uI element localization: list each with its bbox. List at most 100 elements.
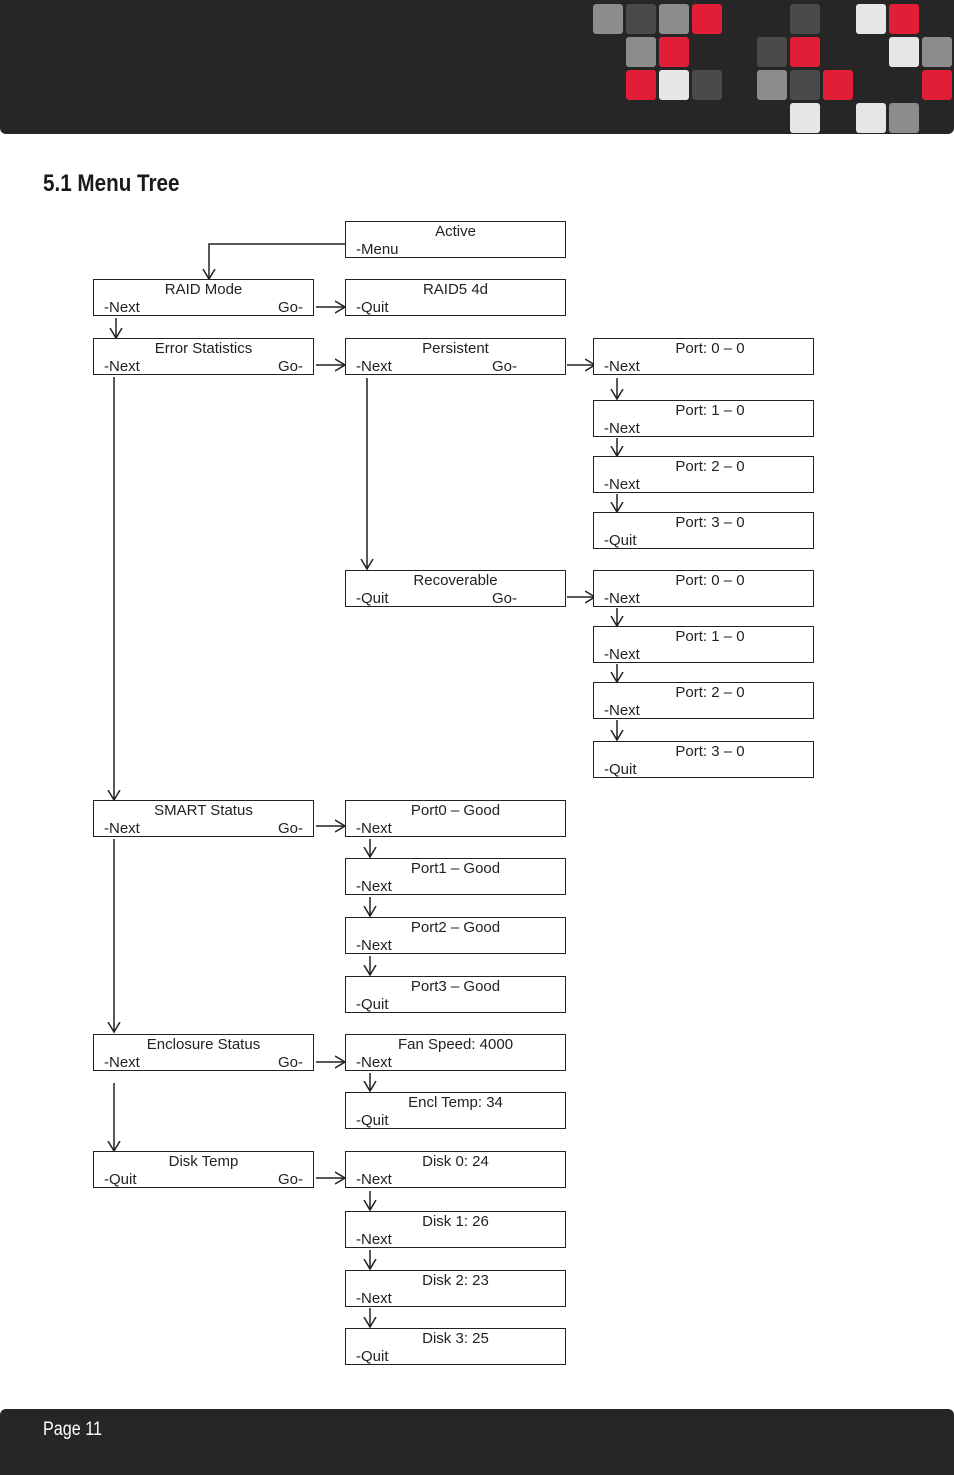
box-title: Port: 2 – 0 bbox=[675, 684, 745, 701]
box-left-label: -Next bbox=[356, 1290, 392, 1307]
box-title: Port: 1 – 0 bbox=[675, 628, 745, 645]
decor-square bbox=[856, 4, 886, 34]
box-title: Active bbox=[435, 223, 476, 240]
menu-box-smart-status: SMART Status -Next Go- bbox=[93, 800, 314, 837]
box-title: Port2 – Good bbox=[410, 919, 501, 936]
box-left-label: -Next bbox=[356, 1054, 392, 1071]
box-go-label: Go- bbox=[277, 1171, 303, 1188]
decor-square bbox=[856, 103, 886, 133]
decor-square bbox=[790, 37, 820, 67]
box-left-label: -Next bbox=[356, 358, 392, 375]
header-bar bbox=[0, 0, 954, 134]
box-left-label: -Quit bbox=[356, 996, 389, 1013]
box-title: Persistent bbox=[422, 340, 489, 357]
decor-square bbox=[889, 37, 919, 67]
box-title: Port: 2 – 0 bbox=[675, 458, 745, 475]
box-title: Enclosure Status bbox=[146, 1036, 261, 1053]
box-left-label: -Next bbox=[104, 1054, 140, 1071]
box-left-label: -Quit bbox=[356, 590, 389, 607]
section-title: 5.1 Menu Tree bbox=[43, 170, 180, 197]
box-go-label: Go- bbox=[277, 1054, 303, 1071]
menu-box-disk0: Disk 0: 24 -Next bbox=[345, 1151, 566, 1188]
menu-box-error-statistics: Error Statistics -Next Go- bbox=[93, 338, 314, 375]
footer-bar bbox=[0, 1409, 954, 1475]
menu-box-smart-port1: Port1 – Good -Next bbox=[345, 858, 566, 895]
box-go-label: Go- bbox=[491, 590, 517, 607]
box-title: Port3 – Good bbox=[410, 978, 501, 995]
menu-box-encl-temp: Encl Temp: 34 -Quit bbox=[345, 1092, 566, 1129]
menu-box-recoverable: Recoverable -Quit Go- bbox=[345, 570, 566, 607]
box-left-label: -Next bbox=[356, 820, 392, 837]
decor-square bbox=[790, 70, 820, 100]
box-left-label: -Next bbox=[104, 820, 140, 837]
decor-square bbox=[593, 4, 623, 34]
menu-box-active: Active -Menu bbox=[345, 221, 566, 258]
menu-box-disk-temp: Disk Temp -Quit Go- bbox=[93, 1151, 314, 1188]
decor-square bbox=[790, 4, 820, 34]
box-title: Port1 – Good bbox=[410, 860, 501, 877]
box-title: Port: 1 – 0 bbox=[675, 402, 745, 419]
box-left-label: -Next bbox=[604, 476, 640, 493]
menu-box-recoverable-port3: Port: 3 – 0 -Quit bbox=[593, 741, 814, 778]
box-title: SMART Status bbox=[154, 802, 253, 819]
box-left-label: -Next bbox=[356, 937, 392, 954]
box-title: Port: 0 – 0 bbox=[675, 340, 745, 357]
menu-box-persistent-port0: Port: 0 – 0 -Next bbox=[593, 338, 814, 375]
box-left-label: -Next bbox=[604, 702, 640, 719]
menu-box-persistent: Persistent -Next Go- bbox=[345, 338, 566, 375]
decor-square bbox=[692, 70, 722, 100]
menu-box-smart-port2: Port2 – Good -Next bbox=[345, 917, 566, 954]
menu-box-fan-speed: Fan Speed: 4000 -Next bbox=[345, 1034, 566, 1071]
box-left-label: -Quit bbox=[604, 761, 637, 778]
box-left-label: -Quit bbox=[104, 1171, 137, 1188]
decor-square bbox=[659, 4, 689, 34]
box-title: Port0 – Good bbox=[410, 802, 501, 819]
box-go-label: Go- bbox=[277, 299, 303, 316]
box-title: RAID Mode bbox=[164, 281, 243, 298]
decor-square bbox=[889, 4, 919, 34]
menu-box-recoverable-port2: Port: 2 – 0 -Next bbox=[593, 682, 814, 719]
box-title: Disk 2: 23 bbox=[422, 1272, 489, 1289]
decor-square bbox=[659, 70, 689, 100]
box-title: Encl Temp: 34 bbox=[408, 1094, 503, 1111]
decor-square bbox=[659, 37, 689, 67]
box-left-label: -Next bbox=[104, 358, 140, 375]
decor-square bbox=[922, 70, 952, 100]
decor-square bbox=[823, 70, 853, 100]
box-title: Recoverable bbox=[413, 572, 498, 589]
decor-square bbox=[692, 4, 722, 34]
box-title: Port: 3 – 0 bbox=[675, 743, 745, 760]
box-go-label: Go- bbox=[277, 358, 303, 375]
box-title: Disk 1: 26 bbox=[422, 1213, 489, 1230]
box-left-label: -Quit bbox=[356, 1112, 389, 1129]
box-title: Port: 0 – 0 bbox=[675, 572, 745, 589]
page-number: Page 11 bbox=[43, 1419, 102, 1440]
decor-square bbox=[626, 37, 656, 67]
box-left-label: -Next bbox=[356, 1231, 392, 1248]
box-title: Disk 3: 25 bbox=[422, 1330, 489, 1347]
box-title: Disk 0: 24 bbox=[422, 1153, 489, 1170]
menu-box-enclosure-status: Enclosure Status -Next Go- bbox=[93, 1034, 314, 1071]
box-go-label: Go- bbox=[277, 820, 303, 837]
box-title: Disk Temp bbox=[168, 1153, 239, 1170]
box-left-label: -Next bbox=[356, 1171, 392, 1188]
box-left-label: -Menu bbox=[356, 241, 399, 258]
decor-square bbox=[626, 70, 656, 100]
box-left-label: -Next bbox=[104, 299, 140, 316]
box-left-label: -Next bbox=[604, 590, 640, 607]
menu-box-disk2: Disk 2: 23 -Next bbox=[345, 1270, 566, 1307]
decor-square bbox=[757, 37, 787, 67]
menu-box-persistent-port1: Port: 1 – 0 -Next bbox=[593, 400, 814, 437]
decor-square bbox=[790, 103, 820, 133]
decor-square bbox=[922, 37, 952, 67]
box-title: Port: 3 – 0 bbox=[675, 514, 745, 531]
menu-box-disk3: Disk 3: 25 -Quit bbox=[345, 1328, 566, 1365]
menu-box-recoverable-port1: Port: 1 – 0 -Next bbox=[593, 626, 814, 663]
menu-box-smart-port0: Port0 – Good -Next bbox=[345, 800, 566, 837]
box-left-label: -Quit bbox=[604, 532, 637, 549]
menu-box-raid5: RAID5 4d -Quit bbox=[345, 279, 566, 316]
box-left-label: -Next bbox=[604, 646, 640, 663]
menu-box-recoverable-port0: Port: 0 – 0 -Next bbox=[593, 570, 814, 607]
decor-square bbox=[626, 4, 656, 34]
box-title: Error Statistics bbox=[154, 340, 253, 357]
